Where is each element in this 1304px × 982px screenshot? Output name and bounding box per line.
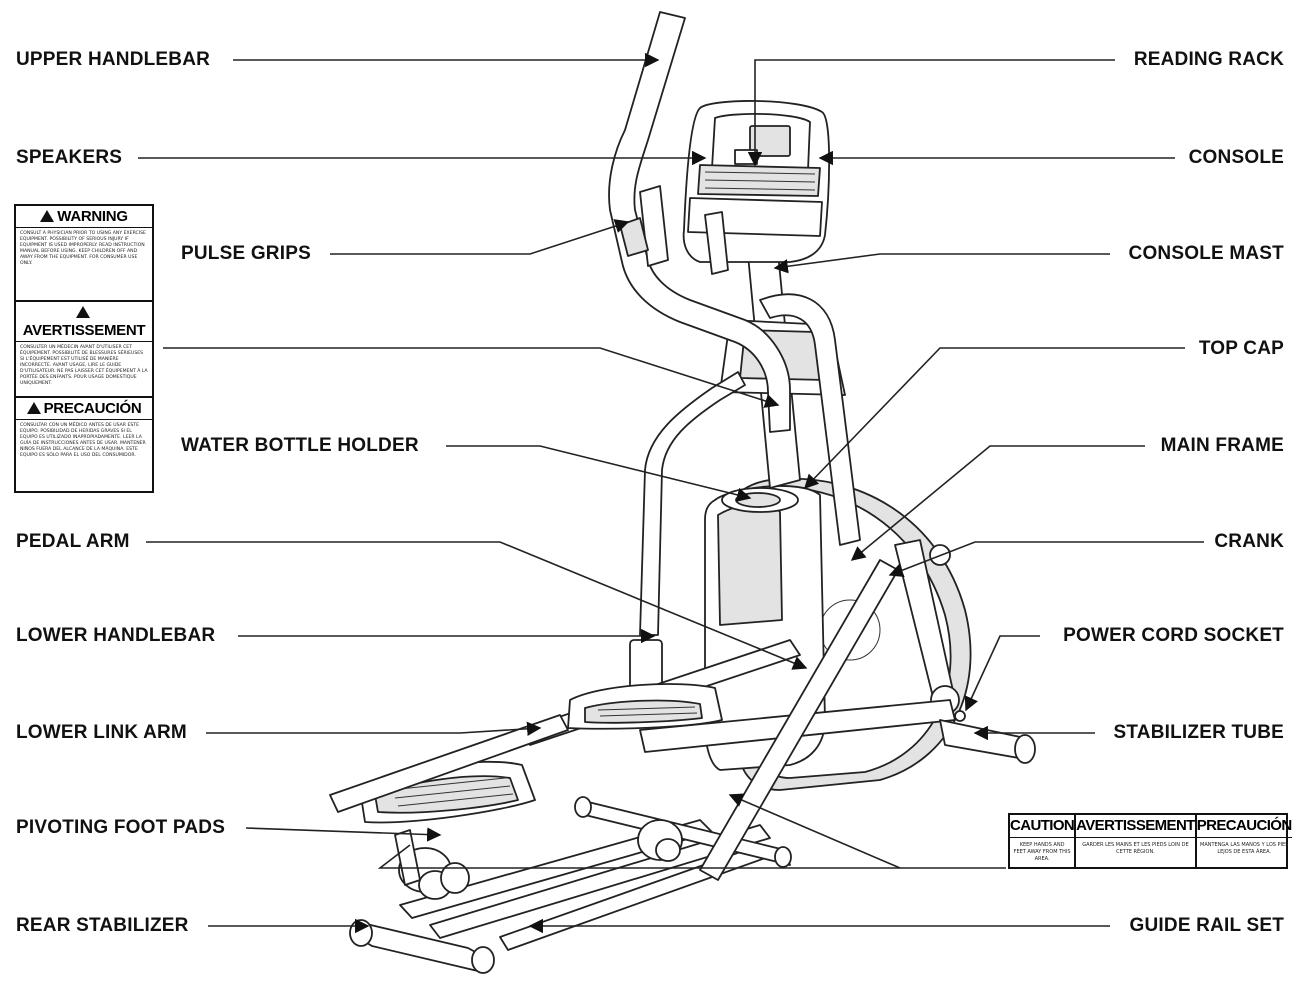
label-pedal-arm: PEDAL ARM <box>16 531 130 552</box>
label-water-bottle-holder: WATER BOTTLE HOLDER <box>181 435 419 456</box>
warning-heading-es: PRECAUCIÓN <box>43 400 142 417</box>
leader-pulse-grips <box>330 219 630 255</box>
label-crank: CRANK <box>1214 531 1284 552</box>
leader-warning-label <box>163 347 780 408</box>
label-lower-link-arm: LOWER LINK ARM <box>16 722 187 743</box>
label-pulse-grips: PULSE GRIPS <box>181 243 311 264</box>
lower-handlebar-part <box>629 371 746 691</box>
leader-water-bottle-holder <box>446 445 752 502</box>
label-lower-handlebar: LOWER HANDLEBAR <box>16 625 216 646</box>
caution-heading-fr: AVERTISSEMENT <box>1076 815 1195 838</box>
warning-triangle-icon <box>75 306 90 318</box>
caution-text-en: KEEP HANDS AND FEET AWAY FROM THIS AREA. <box>1013 842 1071 862</box>
pivoting-foot-pads-part <box>359 683 723 824</box>
label-console-mast: CONSOLE MAST <box>1128 243 1284 264</box>
label-console: CONSOLE <box>1188 147 1284 168</box>
leader-crank <box>888 541 1204 578</box>
warning-section-en: WARNING CONSULT A PHYSICIAN PRIOR TO USI… <box>16 206 152 302</box>
leader-reading-rack <box>747 59 1115 167</box>
warning-label: WARNING CONSULT A PHYSICIAN PRIOR TO USI… <box>14 204 154 493</box>
leader-main-frame <box>850 445 1145 561</box>
label-guide-rail-set: GUIDE RAIL SET <box>1129 915 1284 936</box>
caution-column-es: PRECAUCIÓN MANTENGA LAS MANOS Y LOS PIES… <box>1196 815 1292 867</box>
leader-pedal-arm <box>146 541 808 670</box>
label-stabilizer-tube: STABILIZER TUBE <box>1113 722 1284 743</box>
caution-text-fr: GARDER LES MAINS ET LES PIEDS LOIN DE CE… <box>1082 842 1189 855</box>
caution-heading-es: PRECAUCIÓN <box>1196 815 1292 838</box>
leader-caution-right <box>728 793 901 869</box>
leader-console-mast <box>773 253 1110 274</box>
label-upper-handlebar: UPPER HANDLEBAR <box>16 49 211 70</box>
caution-text-es: MANTENGA LAS MANOS Y LOS PIES LEJOS DE E… <box>1200 842 1289 855</box>
warning-text-fr: CONSULTER UN MÉDECIN AVANT D'UTILISER CE… <box>20 345 148 386</box>
caution-column-fr: AVERTISSEMENT GARDER LES MAINS ET LES PI… <box>1076 815 1197 867</box>
label-power-cord-socket: POWER CORD SOCKET <box>1063 625 1284 646</box>
console-part <box>682 100 831 263</box>
warning-triangle-icon <box>40 210 55 222</box>
label-pivoting-foot-pads: PIVOTING FOOT PADS <box>16 817 226 838</box>
leader-top-cap <box>804 347 1185 490</box>
warning-section-fr: AVERTISSEMENT CONSULTER UN MÉDECIN AVANT… <box>16 302 152 398</box>
elliptical-machine <box>329 11 1036 974</box>
leader-power-cord-socket <box>964 635 1040 712</box>
warning-triangle-icon <box>26 402 41 414</box>
pulse-grips-part <box>619 211 861 546</box>
leader-lines <box>138 52 1204 934</box>
label-reading-rack: READING RACK <box>1133 49 1284 70</box>
caution-label: CAUTION KEEP HANDS AND FEET AWAY FROM TH… <box>1008 813 1292 869</box>
caution-heading-en: CAUTION <box>1010 815 1075 838</box>
leader-caution-left <box>377 844 1006 869</box>
leader-pivoting-foot-pads <box>245 827 442 842</box>
warning-text-en: CONSULT A PHYSICIAN PRIOR TO USING ANY E… <box>20 231 146 266</box>
warning-section-es: PRECAUCIÓN CONSULTAR CON UN MÉDICO ANTES… <box>16 398 152 491</box>
water-bottle-holder-part <box>704 485 826 771</box>
label-speakers: SPEAKERS <box>16 147 123 168</box>
leader-lower-link-arm <box>206 721 542 736</box>
label-main-frame: MAIN FRAME <box>1160 435 1284 456</box>
warning-heading-en: WARNING <box>57 208 128 225</box>
label-rear-stabilizer: REAR STABILIZER <box>16 915 189 936</box>
warning-text-es: CONSULTAR CON UN MÉDICO ANTES DE USAR ES… <box>20 423 146 458</box>
warning-heading-fr: AVERTISSEMENT <box>22 322 146 339</box>
caution-column-en: CAUTION KEEP HANDS AND FEET AWAY FROM TH… <box>1010 815 1077 867</box>
label-top-cap: TOP CAP <box>1198 338 1284 359</box>
